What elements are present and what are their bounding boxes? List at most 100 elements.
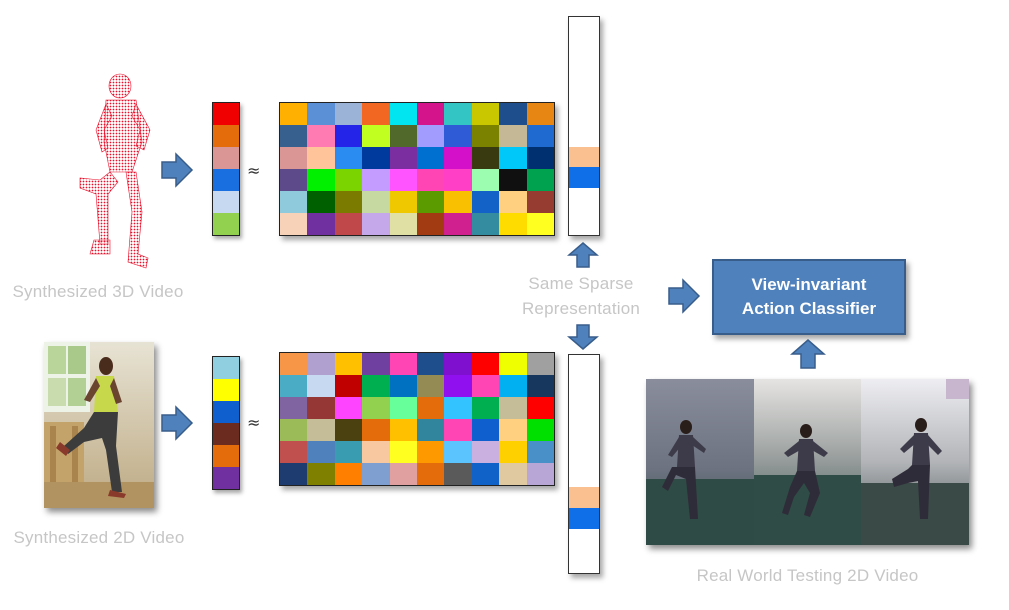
dictionary-cell	[471, 191, 500, 213]
dictionary-cell	[499, 103, 527, 125]
dictionary-cell	[471, 147, 500, 169]
feature-cell	[213, 147, 239, 169]
dictionary-cell	[416, 191, 445, 213]
dictionary-cell	[471, 125, 500, 147]
dictionary-cell	[444, 441, 472, 463]
coef-blue-cell	[569, 508, 599, 529]
dictionary-cell	[334, 169, 363, 191]
dictionary-cell	[362, 191, 390, 213]
dictionary-cell	[334, 375, 363, 397]
dictionary-cell	[499, 463, 527, 485]
dictionary-cell	[471, 213, 500, 235]
coef-peach-cell	[569, 487, 599, 508]
dictionary-cell	[526, 191, 554, 213]
dictionary-cell	[389, 353, 417, 375]
feature-cell	[213, 423, 239, 445]
arrow-down-icon	[567, 324, 599, 350]
dictionary-cell	[444, 397, 472, 419]
approx-symbol-top: ≈	[247, 161, 261, 180]
dictionary-cell	[307, 191, 335, 213]
dictionary-cell	[416, 213, 445, 235]
dictionary-cell	[526, 441, 554, 463]
feature-cell	[213, 103, 239, 125]
dictionary-cell	[280, 125, 308, 147]
dictionary-cell	[416, 103, 445, 125]
dictionary-cell	[362, 213, 390, 235]
dictionary-cell	[280, 419, 308, 441]
dictionary-cell	[526, 397, 554, 419]
dictionary-cell	[362, 375, 390, 397]
dictionary-cell	[416, 375, 445, 397]
dictionary-cell	[389, 463, 417, 485]
dictionary-cell	[307, 169, 335, 191]
dictionary-cell	[416, 169, 445, 191]
dictionary-cell	[444, 191, 472, 213]
dictionary-cell	[307, 147, 335, 169]
dictionary-cell	[307, 125, 335, 147]
feature-cell	[213, 169, 239, 191]
top-sparse-coefficient-vector	[568, 16, 600, 236]
dictionary-cell	[334, 147, 363, 169]
dictionary-cell	[444, 103, 472, 125]
dictionary-cell	[334, 397, 363, 419]
dictionary-cell	[389, 125, 417, 147]
dictionary-cell	[499, 169, 527, 191]
dictionary-cell	[526, 353, 554, 375]
classifier-title-line2: Action Classifier	[741, 299, 877, 318]
classifier-title-line1: View-invariant	[751, 275, 867, 294]
dictionary-cell	[307, 353, 335, 375]
dictionary-cell	[389, 191, 417, 213]
arrow-up-icon	[790, 339, 826, 369]
dictionary-cell	[307, 375, 335, 397]
dictionary-cell	[362, 397, 390, 419]
dictionary-cell	[362, 169, 390, 191]
dictionary-cell	[526, 169, 554, 191]
dictionary-cell	[389, 441, 417, 463]
arrow-right-icon	[161, 405, 194, 441]
dictionary-cell	[362, 353, 390, 375]
dictionary-cell	[362, 147, 390, 169]
dictionary-cell	[389, 375, 417, 397]
dictionary-cell	[526, 103, 554, 125]
dictionary-cell	[526, 125, 554, 147]
dictionary-cell	[416, 463, 445, 485]
dictionary-cell	[499, 441, 527, 463]
dictionary-cell	[471, 463, 500, 485]
bottom-sparse-coefficient-vector	[568, 354, 600, 574]
dictionary-cell	[307, 419, 335, 441]
dictionary-cell	[471, 375, 500, 397]
dictionary-cell	[280, 169, 308, 191]
dictionary-cell	[334, 353, 363, 375]
dictionary-cell	[499, 147, 527, 169]
dictionary-cell	[416, 397, 445, 419]
dictionary-cell	[307, 441, 335, 463]
dictionary-cell	[389, 397, 417, 419]
feature-cell	[213, 467, 239, 489]
dictionary-cell	[307, 397, 335, 419]
dictionary-cell	[280, 103, 308, 125]
dictionary-cell	[444, 375, 472, 397]
dictionary-cell	[499, 375, 527, 397]
dictionary-cell	[334, 125, 363, 147]
dictionary-cell	[499, 191, 527, 213]
dictionary-cell	[280, 213, 308, 235]
dictionary-cell	[280, 353, 308, 375]
coef-blue-cell	[569, 167, 599, 188]
synthesized-2d-video-label: Synthesized 2D Video	[13, 528, 185, 547]
dictionary-cell	[526, 147, 554, 169]
dictionary-cell	[334, 191, 363, 213]
skeleton-3d-figure	[79, 73, 151, 269]
dictionary-cell	[444, 125, 472, 147]
dictionary-cell	[444, 213, 472, 235]
same-sparse-label-line2: Representation	[521, 299, 641, 318]
dictionary-cell	[280, 147, 308, 169]
feature-cell	[213, 213, 239, 235]
dictionary-cell	[389, 147, 417, 169]
feature-cell	[213, 357, 239, 379]
dictionary-cell	[389, 169, 417, 191]
dictionary-cell	[499, 213, 527, 235]
dictionary-cell	[334, 103, 363, 125]
arrow-right-icon	[668, 278, 701, 314]
coef-peach-cell	[569, 147, 599, 167]
synthesized-3d-video-label: Synthesized 3D Video	[12, 282, 184, 301]
